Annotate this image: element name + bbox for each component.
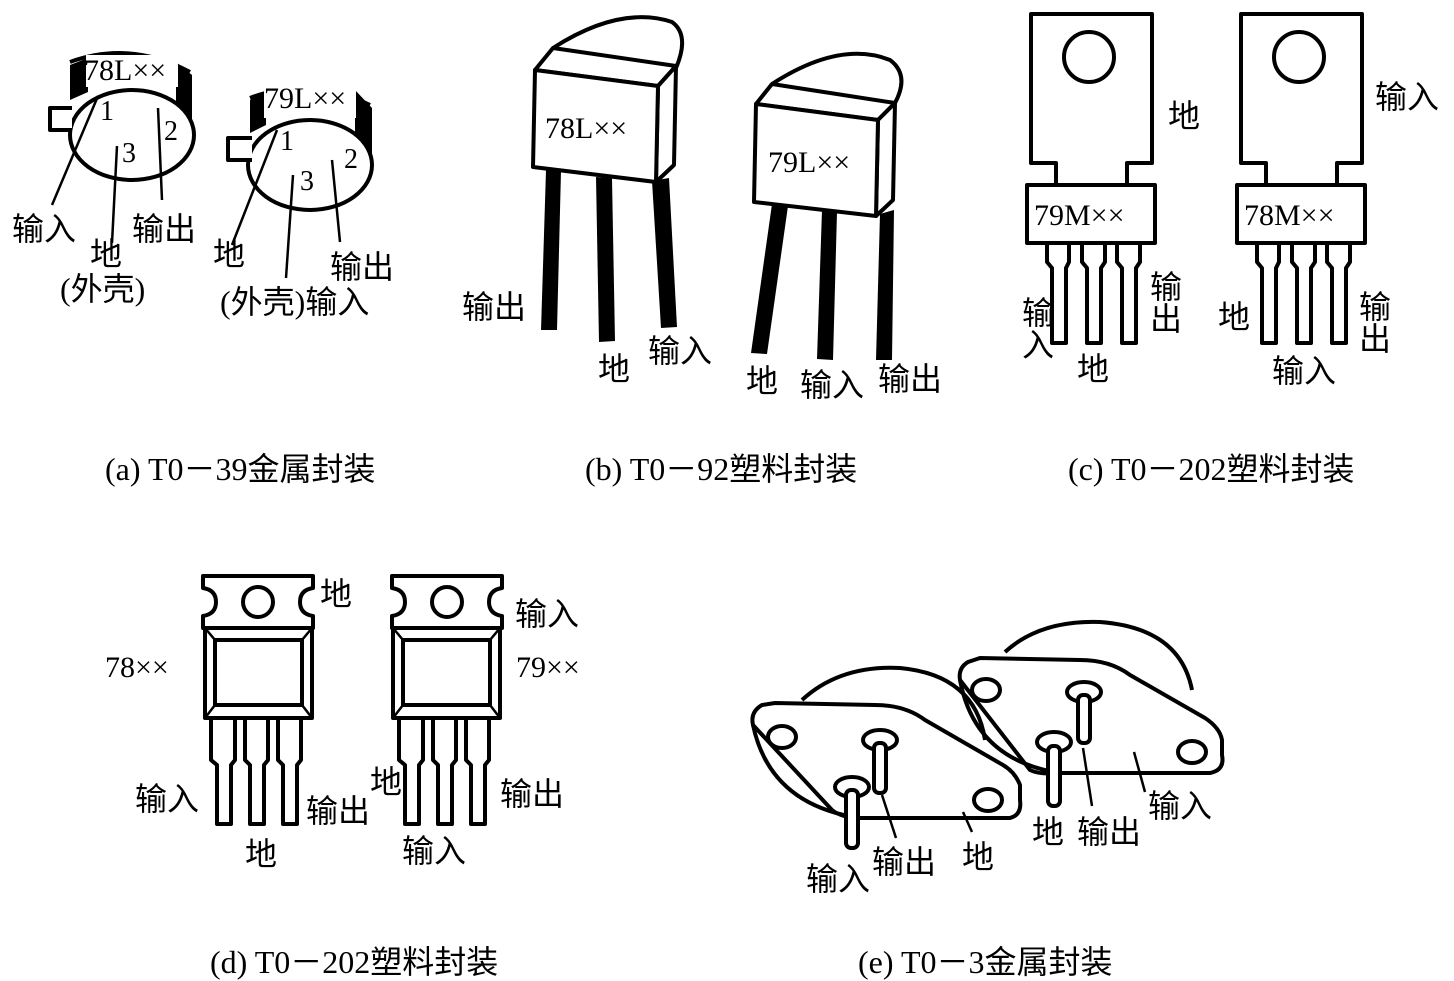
to3-left-package xyxy=(750,665,1023,850)
caption-b: (b) T0－92塑料封装 xyxy=(585,451,857,487)
panel-c: 79M×× 地 输入 地 输出 78M×× 输入 地 输入 输出 (c) T0－… xyxy=(1018,12,1439,487)
pin-label-input: 输入 xyxy=(800,367,864,403)
case-note: (外壳) xyxy=(60,271,145,307)
pin-label-ground: 地 xyxy=(1218,299,1250,335)
marking-78l: 78L×× xyxy=(545,112,627,145)
to202-79xx-package xyxy=(390,574,504,826)
to92-79l-package xyxy=(751,51,904,360)
pin-label-output: 输出 xyxy=(500,776,564,812)
panel-e: 地 输出 输入 输入 输出 地 (e) T0－3金属封装 xyxy=(750,619,1225,980)
pin-number-1: 1 xyxy=(100,96,114,127)
tab-label-input: 输入 xyxy=(515,596,579,632)
marking-78xx: 78×× xyxy=(105,651,169,684)
svg-text:输出: 输出 xyxy=(1355,290,1391,354)
pin-label-ground: 地 xyxy=(370,764,402,800)
to202-79m-package xyxy=(1025,12,1157,345)
pin-label-ground: 地 xyxy=(1032,814,1064,850)
svg-text:输出: 输出 xyxy=(1146,270,1182,334)
pin-label-output-vertical: 输出 xyxy=(1146,270,1182,334)
case-label-input: 输入 xyxy=(1148,788,1212,824)
to3-right-package xyxy=(957,619,1225,808)
pin-number-1: 1 xyxy=(280,126,294,157)
to92-78l-package xyxy=(531,15,684,342)
pin-label-output: 输出 xyxy=(462,289,526,325)
to39-78l-package xyxy=(48,51,196,244)
pin-label-output: 输出 xyxy=(872,844,936,880)
pin-label-output: 输出 xyxy=(1077,814,1141,850)
pin-label-ground: 地 xyxy=(245,836,277,872)
pin-label-ground: 地 xyxy=(598,351,630,387)
pin-number-2: 2 xyxy=(164,116,178,147)
pin-label-input-vertical: 输入 xyxy=(1018,296,1054,360)
pin-label-input: 输入 xyxy=(402,833,466,869)
pin-label-output: 输出 xyxy=(878,361,942,397)
marking-79l: 79L×× xyxy=(768,146,850,179)
marking-78m: 78M×× xyxy=(1244,199,1335,232)
to39-79l-package xyxy=(226,86,374,279)
caption-e: (e) T0－3金属封装 xyxy=(858,944,1113,980)
to202-78m-package xyxy=(1235,12,1367,345)
pin-label-output: 输出 xyxy=(330,249,394,285)
pin-number-2: 2 xyxy=(344,144,358,175)
pin-label-input: 输入 xyxy=(806,861,870,897)
panel-b: 78L×× 输出 地 输入 79L×× 地 输入 输出 (b) T0－92塑料封… xyxy=(462,15,942,487)
pin-label-input: 输入 xyxy=(135,781,199,817)
pin-label-ground: 地 xyxy=(746,363,778,399)
pin-label-ground: 地 xyxy=(90,236,122,272)
panel-a: 78L×× 1 3 2 输入 输出 地 (外壳) 79L×× 1 3 2 地 输… xyxy=(12,51,394,487)
pin-label-output: 输出 xyxy=(306,793,370,829)
tab-label-ground: 地 xyxy=(320,576,352,612)
pin-number-3: 3 xyxy=(122,138,136,169)
pin-number-3: 3 xyxy=(300,166,314,197)
marking-79l: 79L×× xyxy=(264,82,346,115)
caption-c: (c) T0－202塑料封装 xyxy=(1068,451,1355,487)
svg-text:输入: 输入 xyxy=(1018,296,1054,360)
pin-label-output-vertical: 输出 xyxy=(1355,290,1391,354)
marking-79xx: 79×× xyxy=(516,651,580,684)
marking-79m: 79M×× xyxy=(1034,199,1125,232)
tab-label-input: 输入 xyxy=(1375,79,1439,115)
pin-label-output: 输出 xyxy=(132,211,196,247)
tab-label-ground: 地 xyxy=(1168,98,1200,134)
pin-label-case-input: (外壳)输入 xyxy=(220,284,369,320)
pin-label-input: 输入 xyxy=(12,211,76,247)
pin-label-ground: 地 xyxy=(1077,351,1109,387)
panel-d: 78×× 地 输入 地 输出 79×× 输入 地 输入 输出 (d) T0－20… xyxy=(105,574,580,980)
pin-label-input: 输入 xyxy=(648,333,712,369)
pin-label-input: 输入 xyxy=(1272,353,1336,389)
pin-label-ground: 地 xyxy=(213,236,245,272)
caption-a: (a) T0－39金属封装 xyxy=(105,451,376,487)
to202-78xx-package xyxy=(201,574,315,826)
caption-d: (d) T0－202塑料封装 xyxy=(210,944,498,980)
marking-78l: 78L×× xyxy=(84,54,166,87)
case-label-ground: 地 xyxy=(962,839,994,875)
